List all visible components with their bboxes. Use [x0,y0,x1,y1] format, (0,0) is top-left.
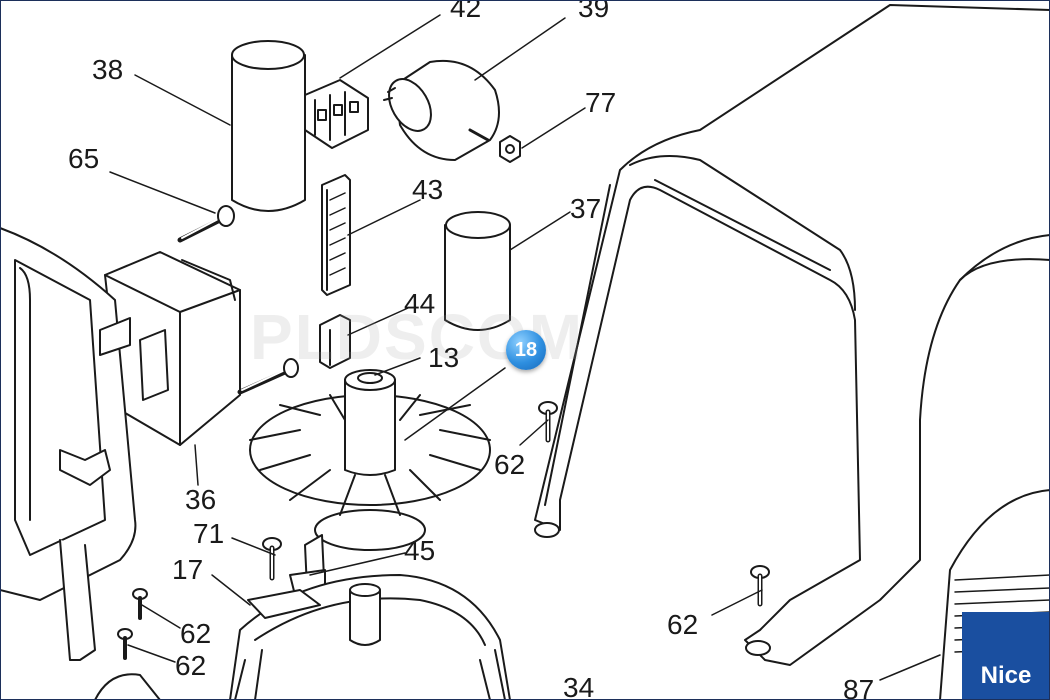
screw-part-62-left-b [117,628,133,660]
screw-part-62-middle [538,401,558,443]
part-label-62-right: 62 [667,609,699,640]
part-label-87: 87 [843,674,875,700]
part-label-44: 44 [404,288,436,319]
capacitor-part-37 [444,211,511,331]
part-label-62-left-b: 62 [175,650,207,681]
part-label-37: 37 [570,193,602,224]
part-label-62-left-a: 62 [180,618,212,649]
part-label-39: 39 [578,0,610,23]
transformer-part-36 [104,251,241,446]
cover-part-87 [534,4,1050,666]
screw-part-transformer [237,358,299,395]
motor-body-part-34 [229,574,511,700]
part-label-43: 43 [412,174,444,205]
control-bracket [0,227,137,661]
leader-lines [109,14,941,681]
part-label-13: 13 [428,342,460,373]
screw-part-65 [177,205,235,243]
part-label-65: 65 [68,143,100,174]
part-label-71: 71 [193,518,225,549]
fan-part-13 [249,369,491,551]
nut-part-77 [499,135,521,163]
callout-badge-18[interactable]: 18 [506,330,546,370]
brand-logo: Nice [962,612,1050,700]
part-label-36: 36 [185,484,217,515]
housing-fragment [94,673,161,700]
capacitor-part-38 [231,40,306,212]
screw-part-62-left-a [132,588,148,620]
connector-part-44 [319,314,351,369]
terminal-strip-part-43 [321,174,351,296]
part-label-45: 45 [404,535,436,566]
terminal-block-part-42 [304,79,369,149]
part-label-42: 42 [450,0,482,23]
part-label-34: 34 [563,672,595,700]
motor-part-39 [383,59,500,161]
part-label-17: 17 [172,554,204,585]
part-label-38: 38 [92,54,124,85]
part-label-77: 77 [585,87,617,118]
screw-part-62-right [750,565,770,607]
part-label-62-middle: 62 [494,449,526,480]
screw-part-71 [262,537,282,581]
